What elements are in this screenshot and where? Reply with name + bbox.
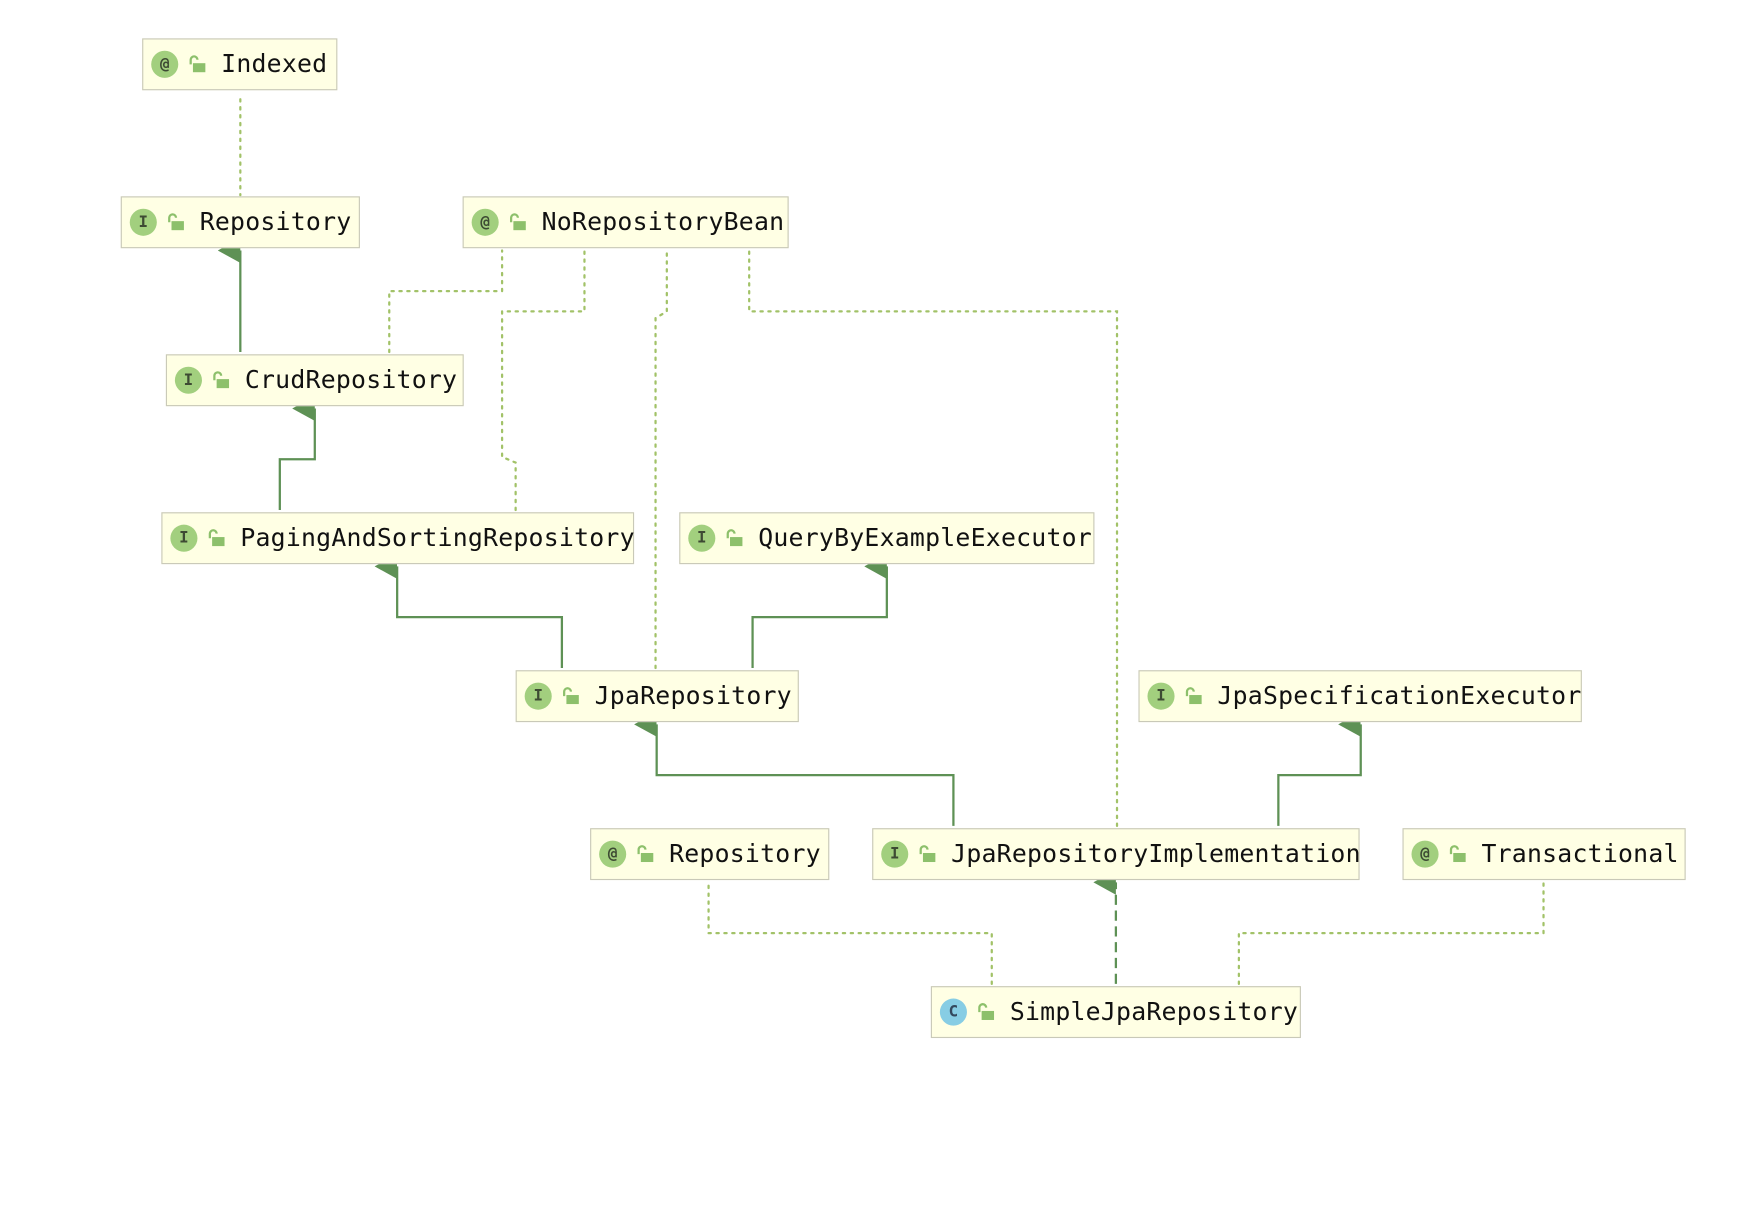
- edge-jpa-norepositorybean: [654, 249, 668, 670]
- interface-icon: I: [174, 366, 202, 394]
- public-lock-icon: [509, 213, 526, 231]
- node-repository[interactable]: I Repository: [120, 196, 360, 249]
- class-icon: C: [939, 998, 967, 1026]
- public-lock-icon: [1449, 845, 1466, 863]
- node-simple-jpa-repository[interactable]: C SimpleJpaRepository: [930, 986, 1301, 1039]
- interface-icon: I: [881, 840, 909, 868]
- node-repository-annotation[interactable]: @ Repository: [590, 828, 830, 881]
- edge-paging-extends-crud: [278, 396, 316, 510]
- node-no-repository-bean[interactable]: @ NoRepositoryBean: [462, 196, 789, 249]
- node-label: Transactional: [1481, 840, 1679, 869]
- node-label: SimpleJpaRepository: [1009, 997, 1299, 1027]
- node-crud-repository[interactable]: I CrudRepository: [165, 354, 464, 407]
- interface-icon: I: [129, 208, 157, 236]
- annotation-icon: @: [151, 50, 179, 78]
- node-label: JpaRepositoryImplementation: [951, 840, 1361, 869]
- edge-jparepoimpl-norepositorybean: [748, 249, 1119, 828]
- edge-impl-extends-specification: [1277, 711, 1362, 826]
- public-lock-icon: [1185, 687, 1202, 705]
- public-lock-icon: [563, 687, 579, 705]
- annotation-icon: @: [1411, 840, 1439, 868]
- edge-jpa-extends-paging: [374, 553, 564, 668]
- public-lock-icon: [637, 845, 654, 863]
- interface-icon: I: [1147, 682, 1175, 710]
- node-label: Indexed: [221, 50, 328, 79]
- node-label: Repository: [669, 840, 821, 869]
- diagram-edges: .dot { fill: none; stroke: #a2c268; stro…: [217, 98, 1545, 986]
- node-jpa-repository-implementation[interactable]: I JpaRepositoryImplementation: [872, 828, 1361, 881]
- node-indexed[interactable]: @ Indexed: [142, 38, 338, 91]
- node-label: Repository: [199, 208, 352, 237]
- node-query-by-example-executor[interactable]: I QueryByExampleExecutor: [679, 512, 1095, 565]
- public-lock-icon: [978, 1003, 995, 1020]
- public-lock-icon: [213, 371, 230, 389]
- node-label: PagingAndSortingRepository: [240, 524, 635, 553]
- edge-paging-norepositorybean: [500, 249, 586, 512]
- node-label: JpaRepository: [594, 682, 792, 711]
- node-paging-and-sorting-repository[interactable]: I PagingAndSortingRepository: [161, 512, 635, 565]
- node-label: CrudRepository: [244, 366, 458, 395]
- public-lock-icon: [189, 55, 206, 73]
- edge-simplejpa-transactional: [1237, 881, 1545, 986]
- node-label: QueryByExampleExecutor: [758, 524, 1092, 553]
- interface-icon: I: [170, 524, 198, 552]
- edge-jpa-extends-querybyexample: [751, 553, 888, 668]
- node-label: JpaSpecificationExecutor: [1217, 682, 1582, 711]
- edge-impl-extends-jpa: [634, 711, 955, 826]
- public-lock-icon: [168, 213, 184, 231]
- edge-crud-norepositorybean: [388, 249, 504, 354]
- public-lock-icon: [208, 529, 225, 547]
- public-lock-icon: [726, 529, 743, 547]
- node-jpa-repository[interactable]: I JpaRepository: [515, 670, 799, 723]
- public-lock-icon: [919, 845, 936, 863]
- annotation-icon: @: [471, 208, 499, 236]
- annotation-icon: @: [599, 840, 627, 868]
- node-jpa-specification-executor[interactable]: I JpaSpecificationExecutor: [1138, 670, 1582, 723]
- node-label: NoRepositoryBean: [541, 208, 785, 237]
- interface-icon: I: [688, 524, 716, 552]
- edge-simplejpa-repository-annotation: [707, 881, 993, 986]
- node-transactional[interactable]: @ Transactional: [1402, 828, 1686, 881]
- interface-icon: I: [524, 682, 552, 710]
